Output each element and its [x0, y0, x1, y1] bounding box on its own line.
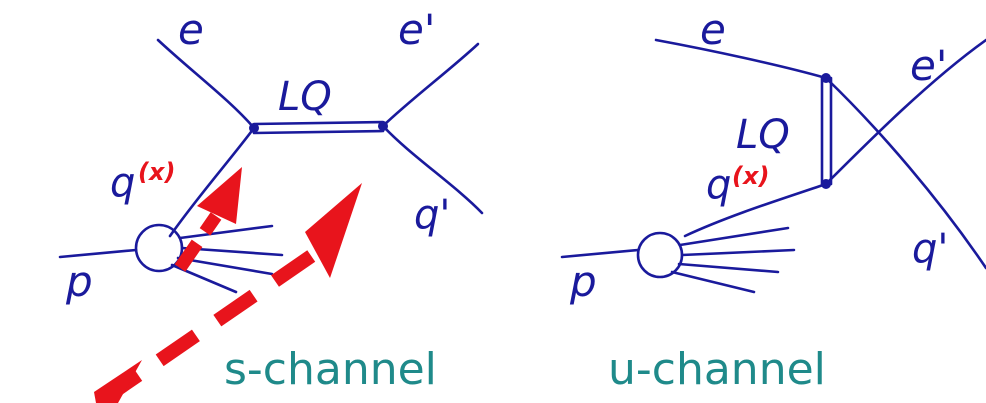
- u-quark-in-line: [683, 182, 828, 238]
- s-electron-out-line: [381, 42, 480, 128]
- u-channel-caption: u-channel: [608, 344, 826, 395]
- u-remnant-line-2: [680, 248, 796, 257]
- u-proton-line: [560, 248, 640, 259]
- u-label-e-out: e': [910, 41, 947, 90]
- s-proton-line: [58, 248, 138, 259]
- s-arrow-shaft-long: [98, 244, 324, 403]
- u-proton-blob: [636, 231, 684, 279]
- s-leptoquark-line-bottom: [252, 129, 385, 135]
- s-electron-in-line: [156, 38, 256, 130]
- u-label-p: p: [569, 257, 597, 306]
- u-label-q: q: [706, 162, 731, 208]
- u-channel-diagram: [560, 38, 986, 294]
- s-arrow-tail-piece: [94, 360, 142, 403]
- s-vertex-left: [249, 123, 259, 133]
- s-label-e-out: e': [398, 5, 435, 54]
- s-channel-caption: s-channel: [224, 344, 437, 395]
- s-remnant-line-3: [176, 256, 274, 276]
- s-arrow-head-long: [305, 183, 362, 278]
- u-vertex-top: [821, 73, 831, 83]
- s-quark-out-line: [381, 124, 484, 215]
- u-label-lq: LQ: [736, 112, 790, 158]
- s-channel-diagram: [58, 38, 484, 294]
- s-label-q-out: q': [414, 192, 450, 238]
- s-vertex-right: [378, 121, 388, 131]
- u-electron-in-line: [654, 38, 828, 80]
- u-label-q-out: q': [912, 226, 948, 272]
- u-remnant-line-1: [678, 226, 790, 247]
- u-label-x: (x): [732, 162, 769, 190]
- u-remnant-line-4: [670, 270, 756, 294]
- u-electron-out-line: [824, 38, 986, 186]
- s-red-arrows: [94, 167, 362, 403]
- s-label-p: p: [65, 257, 93, 306]
- s-arrow-shaft-short: [174, 212, 222, 272]
- s-label-lq: LQ: [278, 74, 332, 120]
- s-label-x: (x): [138, 158, 175, 186]
- s-arrow-head-short: [197, 167, 242, 224]
- u-label-e-in: e: [700, 5, 726, 54]
- u-remnant-line-3: [677, 262, 780, 274]
- u-quark-out-line: [824, 76, 986, 270]
- s-label-q: q: [110, 160, 135, 206]
- s-label-e-in: e: [178, 5, 204, 54]
- u-vertex-bottom: [821, 179, 831, 189]
- s-leptoquark-line-top: [252, 120, 385, 126]
- s-remnant-line-1: [178, 224, 274, 240]
- s-quark-in-line: [168, 126, 256, 238]
